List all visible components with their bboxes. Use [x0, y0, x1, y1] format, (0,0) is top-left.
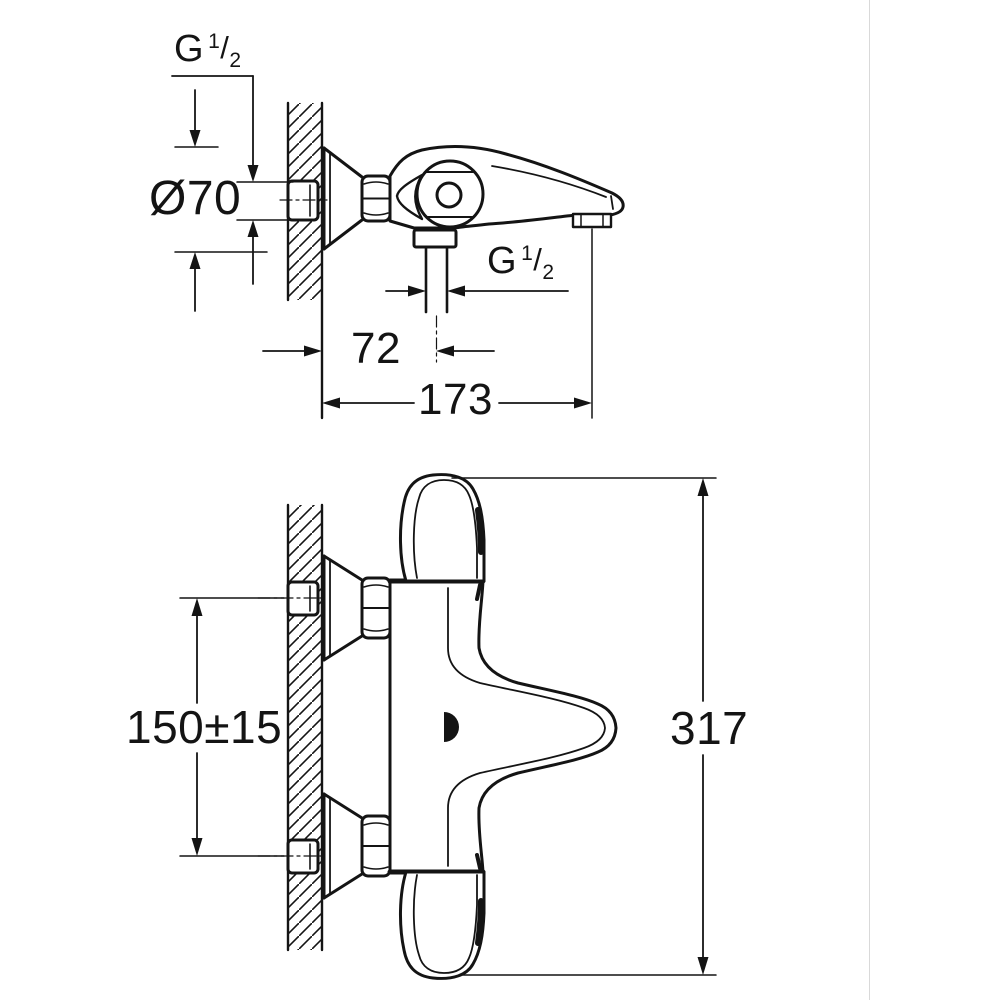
- thread-prefix: G: [174, 28, 205, 70]
- knob-grip-beak: [395, 173, 424, 221]
- escutcheon-top: [322, 554, 392, 662]
- handle-bottom: [398, 870, 486, 980]
- page-divider: [869, 0, 870, 1000]
- dimensions-front: [179, 477, 717, 976]
- spout-outlet-side: [571, 212, 613, 229]
- dimension-label-outlet-offset: 72: [351, 324, 401, 373]
- aerator-dot: [444, 712, 459, 742]
- spout-inner-contour: [491, 165, 607, 198]
- escutcheon-bottom: [322, 792, 392, 900]
- dimension-label-spout-reach: 173: [418, 375, 493, 424]
- thermostat-knob-side: [395, 159, 485, 229]
- front-view: [179, 473, 717, 980]
- wall-hatching-front: [286, 503, 324, 952]
- shower-outlet-pipe: [412, 228, 458, 363]
- dimension-label-escutcheon-diameter: Ø70: [149, 172, 242, 225]
- thread-numerator: 1: [208, 30, 221, 53]
- mixer-body-front: [387, 578, 618, 875]
- wall-union-nut-side: [279, 179, 328, 222]
- thread-numerator: 1: [521, 242, 534, 265]
- escutcheon-side: [322, 146, 364, 251]
- thread-separator: /: [533, 242, 543, 277]
- thread-denominator: 2: [542, 261, 555, 284]
- wall-hatching-side: [286, 101, 324, 420]
- thread-prefix: G: [487, 240, 518, 282]
- side-view: [171, 75, 625, 420]
- spout-inner-contour-front: [447, 587, 606, 867]
- dimensions-side: [171, 75, 593, 419]
- handle-top: [398, 473, 486, 583]
- thread-separator: /: [220, 30, 230, 65]
- dimension-label-inlet-spacing: 150±15: [126, 701, 283, 753]
- thread-denominator: 2: [229, 49, 242, 72]
- dimension-label-overall-width: 317: [670, 702, 749, 754]
- union-hex-nut-side: [360, 174, 392, 223]
